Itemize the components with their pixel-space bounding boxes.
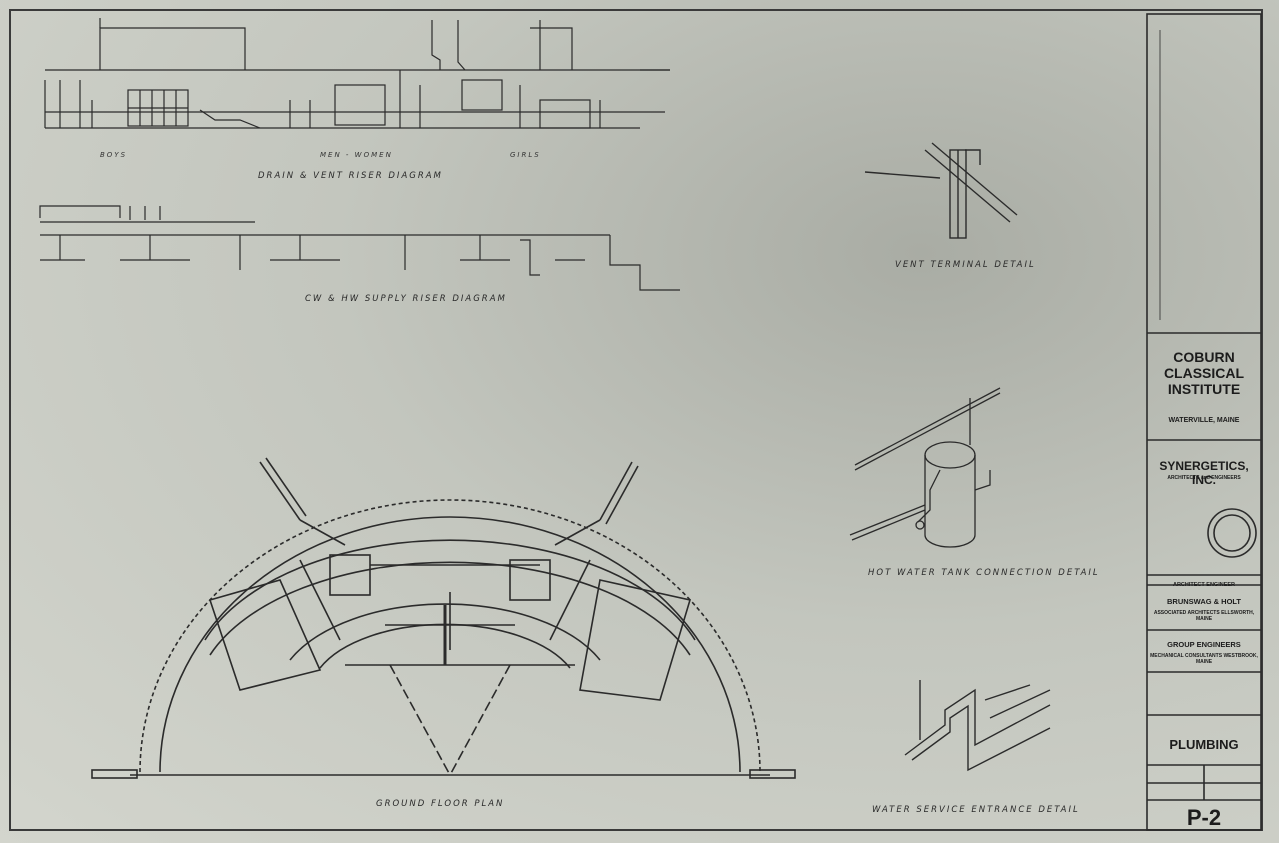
sheet-title: PLUMBING — [1169, 737, 1239, 752]
associate-subtitle: ASSOCIATED ARCHITECTS ELLSWORTH, MAINE — [1153, 610, 1255, 622]
riser-sub-girls: GIRLS — [510, 151, 541, 159]
title-block-frame — [1146, 13, 1262, 831]
engineer-subtitle: MECHANICAL CONSULTANTS WESTBROOK, MAINE — [1150, 653, 1258, 665]
consulting-engineer: GROUP ENGINEERS — [1167, 640, 1241, 649]
vent-detail-label: VENT TERMINAL DETAIL — [895, 260, 1036, 270]
client-location: WATERVILLE, MAINE — [1168, 417, 1240, 424]
sheet-border — [9, 9, 1263, 831]
drain-vent-label: DRAIN & VENT RISER DIAGRAM — [258, 171, 443, 181]
drain-vent-riser-diagram — [44, 18, 670, 129]
riser-sub-men-women: MEN - WOMEN — [320, 151, 393, 159]
title-block: COBURN CLASSICAL INSTITUTE WATERVILLE, M… — [1147, 14, 1261, 830]
firm-name: SYNERGETICS, INC. — [1159, 459, 1249, 487]
water-service-detail — [904, 680, 1051, 772]
water-service-label: WATER SERVICE ENTRANCE DETAIL — [872, 805, 1080, 815]
riser-sub-boys: BOYS — [100, 151, 127, 159]
supply-riser-diagram — [39, 205, 680, 291]
firm-subtitle: ARCHITECTS and ENGINEERS — [1167, 475, 1241, 481]
associate-architect: BRUNSWAG & HOLT — [1166, 597, 1242, 606]
ground-floor-plan — [91, 457, 796, 779]
sheet-number: P-2 — [1186, 805, 1222, 830]
vent-terminal-detail — [864, 142, 1018, 239]
hot-water-label: HOT WATER TANK CONNECTION DETAIL — [868, 568, 1100, 578]
client-name: COBURN CLASSICAL INSTITUTE — [1163, 349, 1245, 397]
hot-water-tank-detail — [849, 387, 1001, 548]
supply-riser-label: CW & HW SUPPLY RISER DIAGRAM — [305, 294, 507, 304]
ground-floor-label: GROUND FLOOR PLAN — [376, 799, 504, 809]
architect-engineer-label: ARCHITECT ENGINEER — [1172, 582, 1236, 588]
